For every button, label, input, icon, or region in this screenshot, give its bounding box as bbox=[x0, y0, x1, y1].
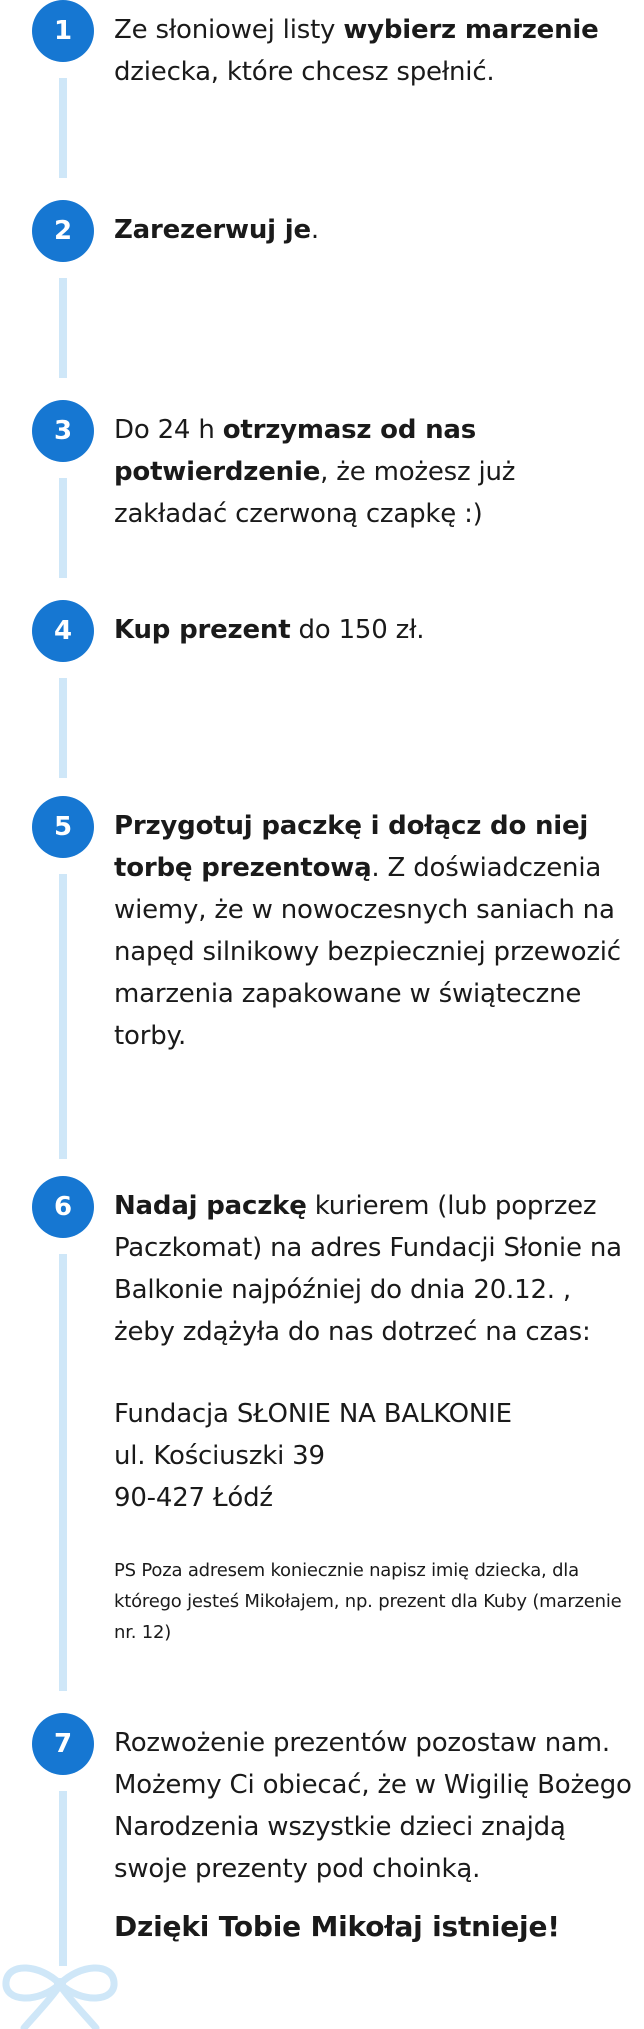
timeline-line bbox=[59, 678, 67, 778]
step-3-text: Do 24 h otrzymasz od nas potwierdzenie, … bbox=[114, 409, 636, 535]
shipping-address: Fundacja SŁONIE NA BALKONIE ul. Kościusz… bbox=[114, 1393, 636, 1519]
timeline-line bbox=[59, 874, 67, 1159]
timeline-line bbox=[59, 78, 67, 178]
timeline-line bbox=[59, 478, 67, 578]
body-text: dziecka, które chcesz spełnić. bbox=[114, 57, 495, 87]
postscript-note: PS Poza adresem koniecznie napisz imię d… bbox=[114, 1560, 622, 1643]
emphasis-text: otrzymasz od nas potwierdzenie bbox=[114, 415, 477, 487]
timeline-line bbox=[59, 1791, 67, 1966]
body-text: Rozwożenie prezentów pozostaw nam. Możem… bbox=[114, 1728, 632, 1884]
step-number-badge: 2 bbox=[32, 200, 94, 262]
step-1-text: Ze słoniowej listy wybierz marzenie dzie… bbox=[114, 9, 636, 93]
emphasis-text: wybierz marzenie bbox=[343, 15, 599, 45]
body-text: Ze słoniowej listy bbox=[114, 15, 344, 45]
body-text: Do 24 h bbox=[114, 415, 223, 445]
body-text: . bbox=[310, 215, 319, 245]
step-5-text: Przygotuj paczkę i dołącz do niej torbę … bbox=[114, 805, 636, 1057]
body-text: . Z doświadczenia wiemy, że w nowoczesny… bbox=[114, 853, 621, 1051]
step-number-badge: 6 bbox=[32, 1176, 94, 1238]
address-line: 90-427 Łódź bbox=[114, 1483, 273, 1513]
step-7-text: Rozwożenie prezentów pozostaw nam. Możem… bbox=[114, 1722, 636, 1948]
step-number-badge: 4 bbox=[32, 600, 94, 662]
step-2-text: Zarezerwuj je. bbox=[114, 209, 636, 251]
address-line: ul. Kościuszki 39 bbox=[114, 1441, 325, 1471]
step-number-badge: 5 bbox=[32, 796, 94, 858]
step-6-text: Nadaj paczkę kurierem (lub poprzez Paczk… bbox=[114, 1185, 636, 1648]
address-line: Fundacja SŁONIE NA BALKONIE bbox=[114, 1399, 512, 1429]
emphasis-text: Zarezerwuj je bbox=[114, 215, 311, 245]
body-text: , że możesz już zakładać czerwoną czapkę… bbox=[114, 457, 516, 529]
step-number-badge: 1 bbox=[32, 0, 94, 62]
emphasis-text: Kup prezent bbox=[114, 615, 291, 645]
step-4-text: Kup prezent do 150 zł. bbox=[114, 609, 636, 651]
emphasis-text: Nadaj paczkę bbox=[114, 1191, 307, 1221]
step-number-badge: 3 bbox=[32, 400, 94, 462]
emphasis-text: Przygotuj paczkę i dołącz do niej torbę … bbox=[114, 811, 589, 883]
ribbon-bow-icon bbox=[2, 1964, 118, 2029]
body-text: kurierem (lub poprzez Paczkomat) na adre… bbox=[114, 1191, 622, 1347]
closing-statement: Dzięki Tobie Mikołaj istnieje! bbox=[114, 1910, 560, 1943]
timeline-line bbox=[59, 1254, 67, 1691]
step-number-badge: 7 bbox=[32, 1713, 94, 1775]
body-text: do 150 zł. bbox=[290, 615, 425, 645]
timeline-line bbox=[59, 278, 67, 378]
